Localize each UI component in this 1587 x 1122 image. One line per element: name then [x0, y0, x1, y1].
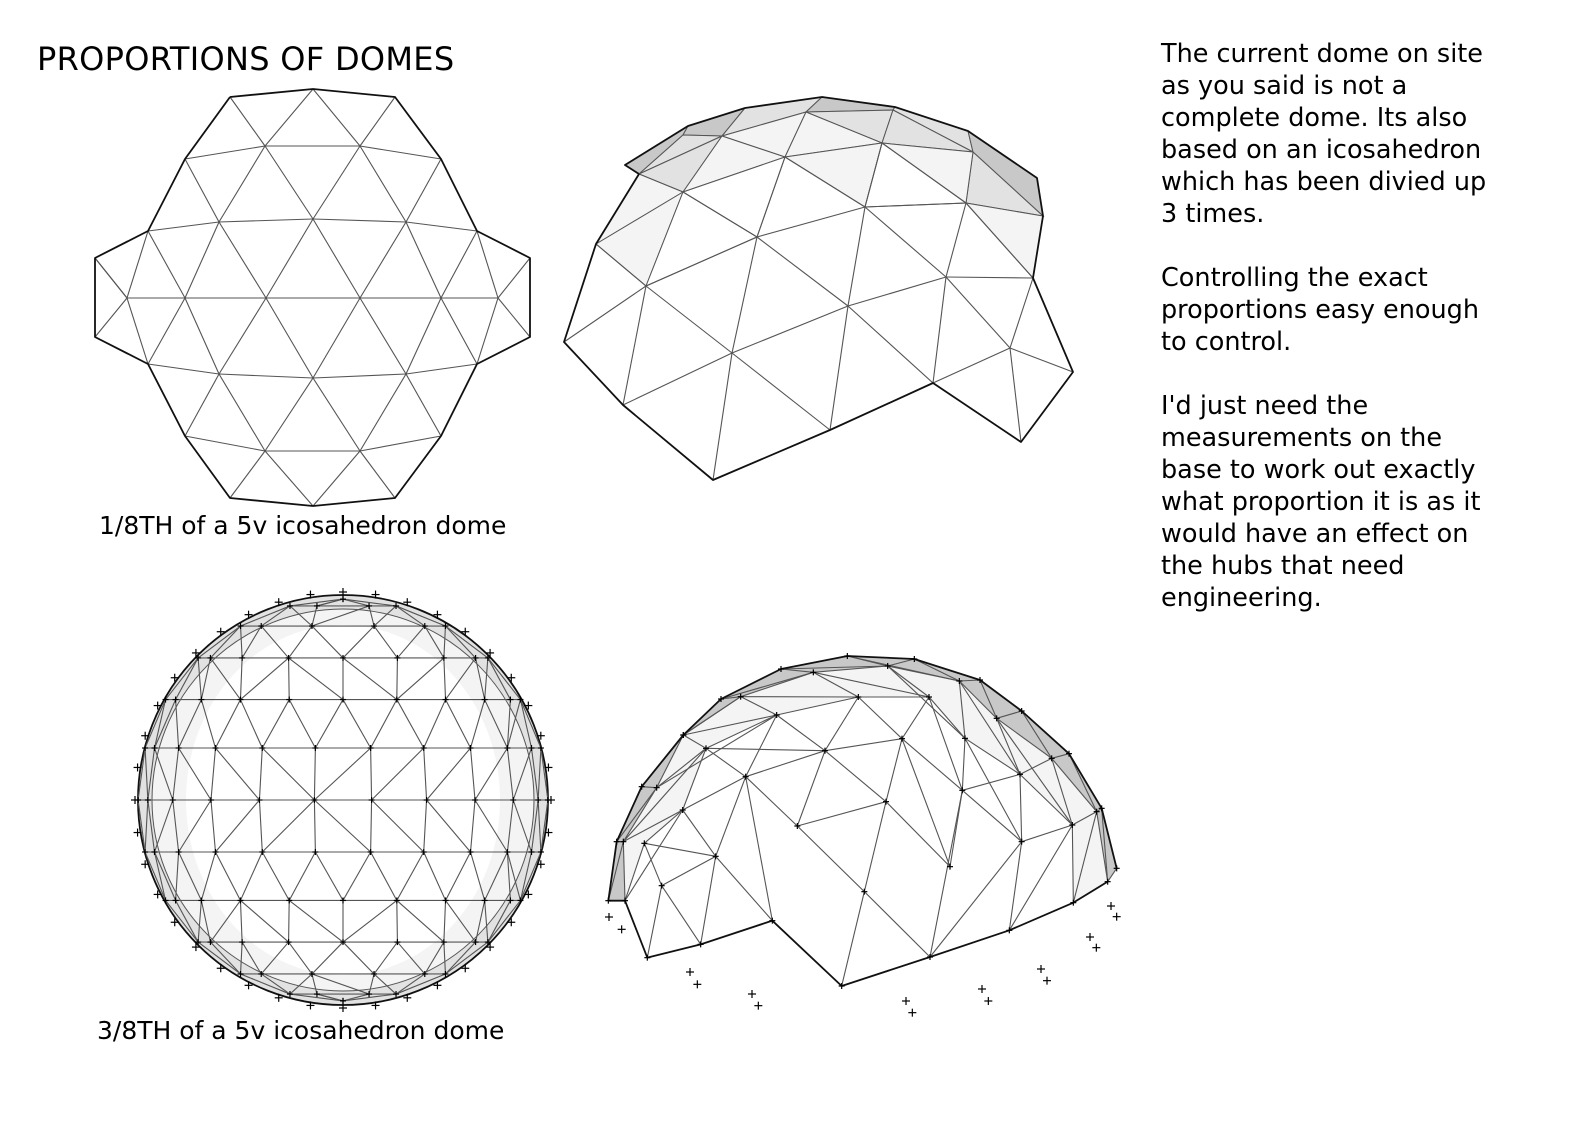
notes-paragraph-2: Controlling the exact proportions easy e… [1161, 263, 1479, 357]
sphere-three-eighths-drawing [131, 588, 555, 1012]
notes-paragraph-1: The current dome on site as you said is … [1161, 39, 1487, 229]
perspective-three-eighths-drawing [605, 653, 1121, 1017]
notes-paragraph-3: I'd just need the measurements on the ba… [1161, 391, 1481, 613]
notes-panel: The current dome on site as you said is … [1161, 38, 1561, 646]
page-title: PROPORTIONS OF DOMES [37, 40, 455, 78]
caption-eighth-dome: 1/8TH of a 5v icosahedron dome [99, 511, 507, 540]
perspective-eighth-drawing [563, 96, 1074, 481]
caption-three-eighths-dome: 3/8TH of a 5v icosahedron dome [97, 1016, 505, 1045]
flat-net-eighth-drawing [94, 88, 531, 507]
